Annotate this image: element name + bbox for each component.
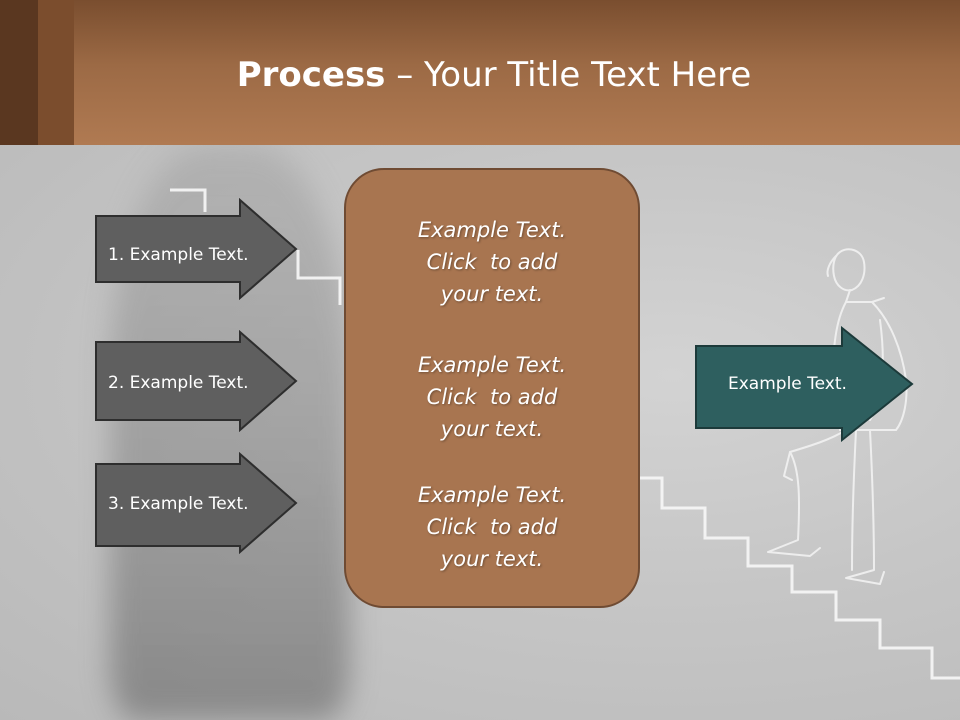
left-arrow-2-label: 2. Example Text. xyxy=(108,373,249,393)
left-arrow-3-label: 3. Example Text. xyxy=(108,494,249,514)
lower-staircase-line xyxy=(640,476,960,680)
upper-stair-line xyxy=(170,188,207,212)
panel-item-1-line3: your text. xyxy=(440,282,544,306)
slide-title-bold: Process xyxy=(236,55,386,95)
panel-item-3-line2: Click to add xyxy=(426,515,558,539)
panel-item-3-line3: your text. xyxy=(440,547,544,571)
slide-title[interactable]: Process – Your Title Text Here xyxy=(74,50,914,100)
slide-title-rest: – Your Title Text Here xyxy=(385,55,752,95)
arrow-shape-3 xyxy=(95,452,298,554)
panel-item-3-line1: Example Text. xyxy=(417,483,567,507)
panel-item-2-line1: Example Text. xyxy=(417,353,567,377)
panel-item-2: Example Text. Click to add your text. xyxy=(346,349,638,445)
right-arrow-shape xyxy=(695,326,914,442)
left-arrow-3[interactable]: 3. Example Text. xyxy=(94,452,300,554)
panel-item-2-line3: your text. xyxy=(440,417,544,441)
header-accent-strip xyxy=(0,0,38,145)
arrow-shape-2 xyxy=(95,330,298,432)
panel-item-1-line1: Example Text. xyxy=(417,218,567,242)
right-arrow-label: Example Text. xyxy=(728,374,847,394)
panel-item-1-line2: Click to add xyxy=(426,250,558,274)
panel-item-3: Example Text. Click to add your text. xyxy=(346,479,638,575)
panel-item-1: Example Text. Click to add your text. xyxy=(346,214,638,310)
left-arrow-1-label: 1. Example Text. xyxy=(108,245,249,265)
center-text-panel[interactable]: Example Text. Click to add your text. Ex… xyxy=(344,168,640,608)
arrow-shape-1 xyxy=(95,198,298,300)
header-accent-strip-secondary xyxy=(38,0,74,145)
left-arrow-2[interactable]: 2. Example Text. xyxy=(94,330,300,432)
header-bar: Process – Your Title Text Here xyxy=(0,0,960,145)
right-arrow[interactable]: Example Text. xyxy=(694,326,916,442)
panel-item-2-line2: Click to add xyxy=(426,385,558,409)
middle-stair-line xyxy=(296,250,342,305)
left-arrow-1[interactable]: 1. Example Text. xyxy=(94,198,300,300)
